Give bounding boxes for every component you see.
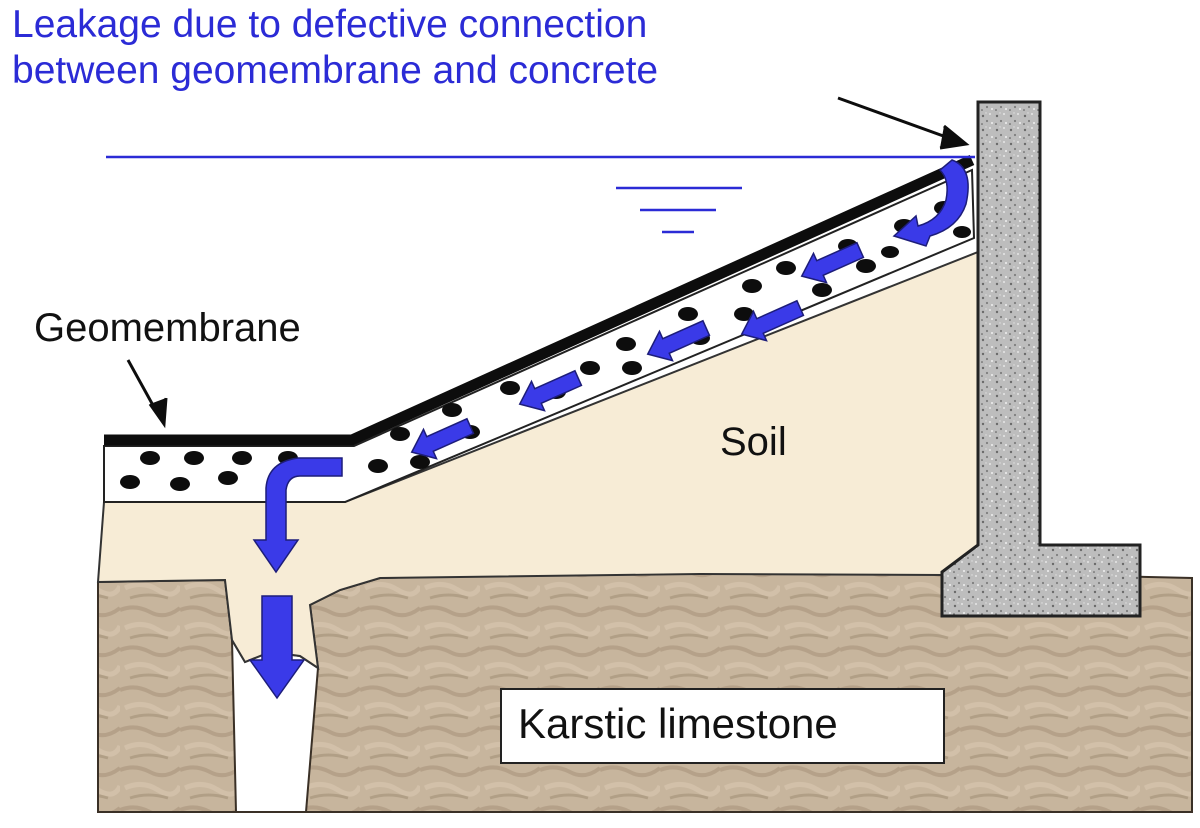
geomembrane-label: Geomembrane (34, 306, 301, 350)
water-level-symbol (616, 186, 742, 234)
title-line-1: Leakage due to defective connection (12, 3, 648, 46)
soil-label: Soil (720, 420, 787, 464)
concrete-wall (940, 100, 1142, 618)
gravel-particles (120, 201, 971, 491)
leak-pointer-arrow (837, 96, 961, 144)
leak-flow-arrows (248, 159, 969, 700)
flow-arrow-icon (800, 241, 865, 284)
karstic-limestone-label-box (500, 688, 945, 764)
diagram-title: Leakage due to defective connection betw… (12, 2, 658, 94)
flow-arrow-icon (248, 595, 306, 700)
flow-arrow-icon (518, 369, 583, 412)
flow-arrow-icon (646, 319, 711, 362)
title-line-2: between geomembrane and concrete (12, 49, 659, 92)
pointer-arrows (126, 96, 970, 429)
drainage-gravel-layer (103, 168, 976, 503)
geomembrane-liner (104, 154, 975, 446)
flow-arrow-icon (740, 299, 805, 342)
flow-arrow-icon (892, 159, 969, 247)
leak-pointer-arrowhead (939, 124, 970, 150)
flow-arrow-icon (252, 457, 343, 574)
flow-arrow-icon (410, 417, 475, 460)
geomembrane-pointer-arrowhead (148, 397, 168, 429)
karstic-limestone-label: Karstic limestone (518, 700, 838, 747)
